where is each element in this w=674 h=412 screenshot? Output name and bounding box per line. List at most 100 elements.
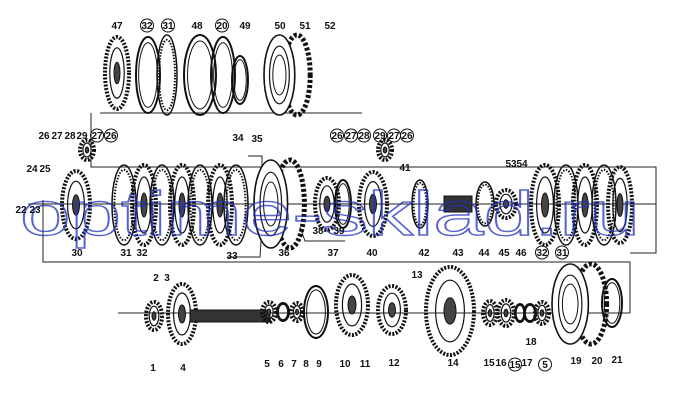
callout-47: 47 bbox=[111, 21, 123, 32]
callout-label: 6 bbox=[278, 359, 284, 370]
callout-8: 8 bbox=[303, 359, 309, 370]
callout-label: 32 bbox=[141, 21, 153, 32]
callout-42: 42 bbox=[418, 248, 430, 259]
part-clutch-d bbox=[206, 163, 234, 247]
callout-label: 8 bbox=[303, 359, 309, 370]
callout-24: 24 bbox=[26, 164, 38, 175]
callout-label: 26 bbox=[38, 131, 50, 142]
callout-36: 36 bbox=[278, 248, 290, 259]
callout-label: 50 bbox=[274, 21, 286, 32]
callout-44: 44 bbox=[478, 248, 490, 259]
callout-label: 7 bbox=[291, 359, 297, 370]
callout-6: 6 bbox=[278, 359, 284, 370]
callout-4: 4 bbox=[180, 363, 186, 374]
part-7 bbox=[289, 301, 305, 323]
callout-21: 21 bbox=[611, 355, 623, 366]
callout-label: 43 bbox=[452, 248, 464, 259]
callout-27: 27 bbox=[51, 131, 63, 142]
callout-46: 46 bbox=[515, 248, 527, 259]
callout-label: 22 bbox=[15, 205, 27, 216]
callout-label: 46 bbox=[515, 248, 527, 259]
callout-label: 29 bbox=[374, 131, 386, 142]
callout-label: 27 bbox=[91, 131, 103, 142]
callout-label: 5 bbox=[542, 360, 548, 371]
callout-label: 10 bbox=[339, 359, 351, 370]
callout-label: 20 bbox=[216, 21, 228, 32]
part-shaft bbox=[189, 309, 271, 323]
part-clutch-g bbox=[591, 164, 617, 246]
callout-12: 12 bbox=[388, 358, 400, 369]
callout-label: 33 bbox=[226, 251, 238, 262]
callout-label: 16 bbox=[495, 358, 507, 369]
part-48 bbox=[183, 34, 217, 116]
callout-label: 31 bbox=[556, 248, 568, 259]
part-32 bbox=[130, 163, 158, 247]
callout-label: 15 bbox=[509, 360, 521, 371]
callout-label: 32 bbox=[136, 248, 148, 259]
callout-label: 15 bbox=[483, 358, 495, 369]
callout-label: 48 bbox=[191, 21, 203, 32]
callout-label: 1 bbox=[150, 363, 156, 374]
callout-label: 4 bbox=[180, 363, 186, 374]
callout-label: 44 bbox=[478, 248, 490, 259]
callout-label: 13 bbox=[411, 270, 423, 281]
callout-16: 16 bbox=[495, 358, 507, 369]
callout-label: 17 bbox=[521, 358, 533, 369]
callout-17: 17 bbox=[521, 358, 533, 369]
callout-label: 42 bbox=[418, 248, 430, 259]
callout-35: 35 bbox=[251, 134, 263, 145]
part-30 bbox=[60, 169, 92, 241]
part-12 bbox=[376, 284, 408, 336]
callout-label: 35 bbox=[251, 134, 263, 145]
callout-26-circled: 26 bbox=[400, 128, 414, 143]
part-clutch-e bbox=[223, 164, 249, 246]
callout-20: 20 bbox=[591, 356, 603, 367]
part-29b bbox=[376, 138, 394, 162]
callout-label: 38 bbox=[312, 226, 324, 237]
callout-34: 34 bbox=[232, 133, 244, 144]
watermark: optime-sklad.ru bbox=[20, 180, 640, 249]
callout-1: 1 bbox=[150, 363, 156, 374]
callout-37: 37 bbox=[327, 248, 339, 259]
part-10 bbox=[334, 273, 370, 337]
callout-label: 3 bbox=[164, 273, 170, 284]
part-43 bbox=[443, 195, 473, 213]
callout-33: 33 bbox=[226, 251, 238, 262]
callout-label: 29 bbox=[76, 131, 88, 142]
callout-32-circled: 32 bbox=[140, 18, 154, 33]
callout-39: 39 bbox=[333, 226, 345, 237]
callout-5: 5 bbox=[264, 359, 270, 370]
callout-label: 53 bbox=[505, 159, 517, 170]
callout-label: 40 bbox=[366, 248, 378, 259]
callout-label: 20 bbox=[591, 356, 603, 367]
callout-15-circled: 15 bbox=[508, 357, 522, 372]
callout-54: 54 bbox=[516, 159, 528, 170]
parts bbox=[60, 32, 634, 357]
part-clutch-b bbox=[168, 163, 196, 247]
callout-label: 37 bbox=[327, 248, 339, 259]
callout-label: 14 bbox=[447, 358, 459, 369]
callout-28-circled: 28 bbox=[357, 128, 371, 143]
bottom-connector-line bbox=[42, 200, 631, 313]
callout-40: 40 bbox=[366, 248, 378, 259]
callout-label: 32 bbox=[536, 248, 548, 259]
callout-31-circled: 31 bbox=[555, 245, 569, 260]
callout-11: 11 bbox=[360, 359, 371, 370]
callout-27-circled: 27 bbox=[387, 128, 401, 143]
callout-27-circled: 27 bbox=[344, 128, 358, 143]
callout-label: 54 bbox=[516, 159, 528, 170]
part-5b bbox=[533, 300, 551, 326]
callout-13: 13 bbox=[411, 270, 423, 281]
part-19 bbox=[551, 261, 610, 347]
callout-2: 2 bbox=[153, 273, 159, 284]
part-clutch-f bbox=[571, 163, 599, 247]
callout-43: 43 bbox=[452, 248, 464, 259]
callout-label: 2 bbox=[153, 273, 159, 284]
callout-14: 14 bbox=[447, 358, 459, 369]
callout-9: 9 bbox=[316, 359, 322, 370]
part-14 bbox=[424, 265, 476, 357]
callout-label: 28 bbox=[64, 131, 76, 142]
callout-20-circled: 20 bbox=[215, 18, 229, 33]
